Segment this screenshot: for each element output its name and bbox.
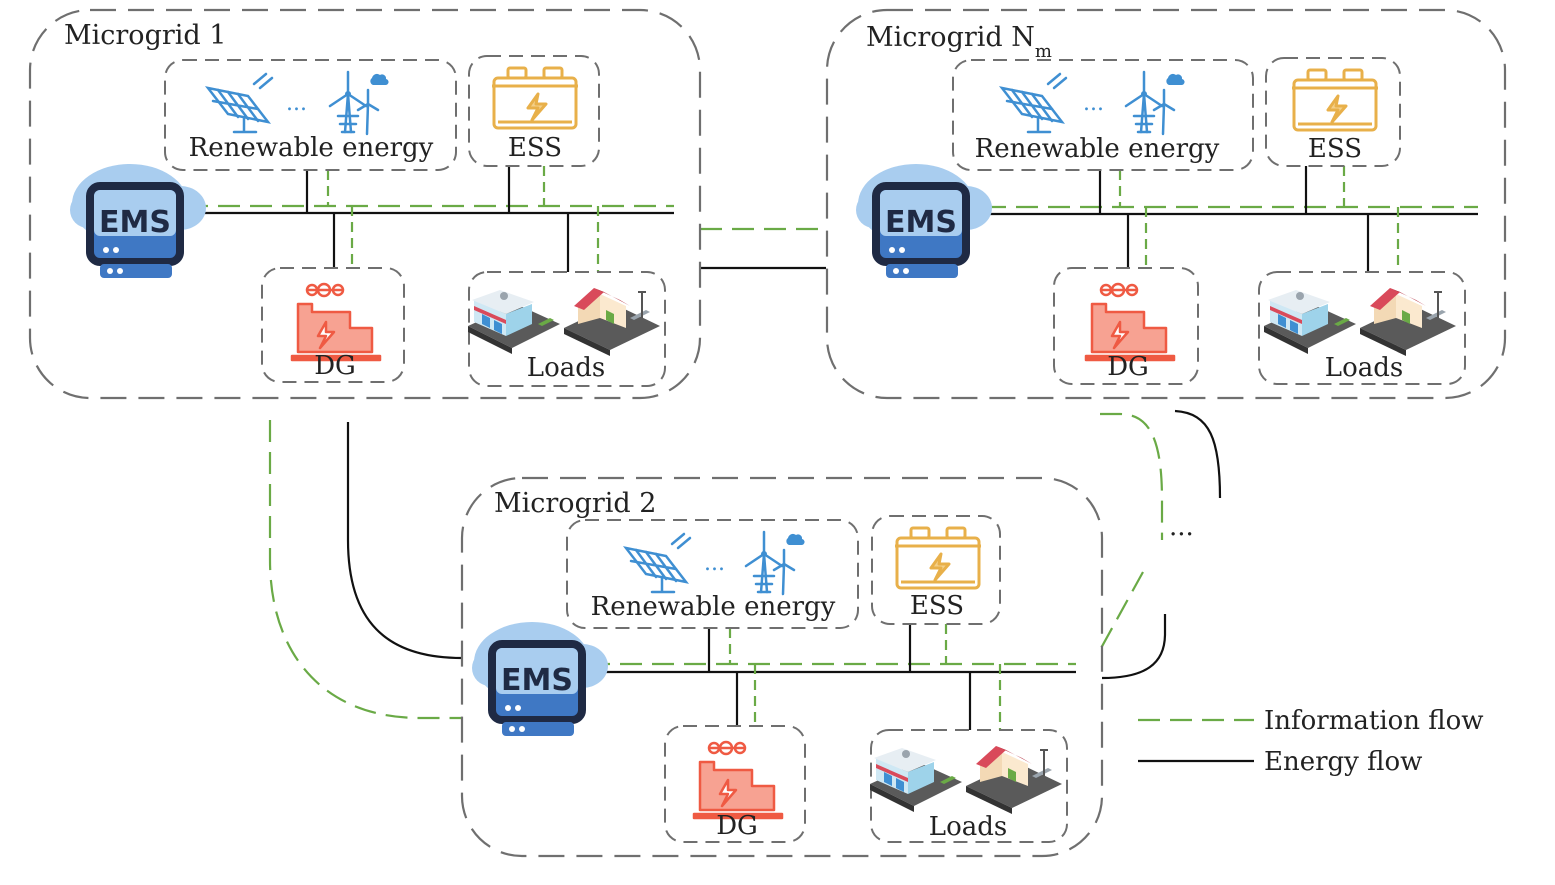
battery-icon xyxy=(490,66,580,130)
microgrid-title: Microgrid Nm xyxy=(866,22,1052,62)
ess-label: ESS xyxy=(508,133,562,163)
loads-icon xyxy=(1263,287,1457,357)
renewable-energy-box xyxy=(952,59,1254,171)
energy-link-dots-mg2 xyxy=(1101,614,1167,680)
wind-turbine-icon xyxy=(1124,70,1186,136)
loads-box xyxy=(1258,271,1466,385)
inter-microgrid-links xyxy=(268,227,1222,720)
dg-label: DG xyxy=(716,811,758,841)
microgrid-boundary xyxy=(28,8,702,400)
loads-icon xyxy=(869,745,1063,815)
dg-label: DG xyxy=(1107,352,1149,382)
info-link-dots-mg2 xyxy=(1099,571,1144,651)
microgrid-2: Microgrid 2 ... Renewable energy ESS DG … xyxy=(460,476,1104,858)
loads-box xyxy=(468,271,666,387)
loads-icon xyxy=(467,287,661,357)
loads-label: Loads xyxy=(1325,353,1403,383)
ems-label: EMS xyxy=(501,663,573,698)
legend-energy-label: Energy flow xyxy=(1264,747,1422,777)
wind-turbine-icon xyxy=(744,530,806,596)
ess-label: ESS xyxy=(1308,134,1362,164)
wind-turbine-icon xyxy=(328,70,390,136)
energy-link-mg1-mg2 xyxy=(346,422,463,660)
factory-icon xyxy=(290,282,382,362)
battery-icon xyxy=(893,526,983,590)
microgrid-boundary xyxy=(460,476,1104,858)
ess-box xyxy=(871,515,1001,625)
legend: Information flow Energy flow xyxy=(1138,706,1484,777)
dg-box xyxy=(664,725,806,843)
factory-icon xyxy=(1084,282,1176,362)
legend-info-label: Information flow xyxy=(1264,706,1484,736)
ems-label: EMS xyxy=(99,205,171,240)
renewable-ellipsis: ... xyxy=(286,91,307,116)
loads-label: Loads xyxy=(527,353,605,383)
info-link-mg1-mg2 xyxy=(268,420,462,720)
ess-box xyxy=(1265,57,1401,167)
renewable-ellipsis: ... xyxy=(704,551,725,576)
renewable-energy-label: Renewable energy xyxy=(975,134,1220,164)
dg-box xyxy=(1053,267,1199,385)
solar-panel-icon xyxy=(206,72,274,134)
microgrid-1: Microgrid 1 ... Renewable energy ESS DG … xyxy=(28,8,702,400)
loads-label: Loads xyxy=(929,812,1007,842)
microgrid-boundary xyxy=(825,8,1507,400)
factory-icon xyxy=(692,740,784,820)
battery-icon xyxy=(1290,68,1380,132)
renewable-energy-label: Renewable energy xyxy=(189,133,434,163)
renewable-energy-label: Renewable energy xyxy=(591,592,836,622)
between-ellipsis: ... xyxy=(1169,512,1194,542)
microgrid-title: Microgrid 2 xyxy=(494,488,656,519)
info-link-mgN-dots xyxy=(1100,412,1164,540)
renewable-energy-box xyxy=(566,519,859,629)
microgrid-title: Microgrid 1 xyxy=(64,20,226,51)
energy-link-mgN-dots xyxy=(1174,409,1222,499)
microgrid-n: Microgrid Nm ... Renewable energy ESS DG… xyxy=(825,8,1507,400)
solar-panel-icon xyxy=(624,532,692,594)
ems-label: EMS xyxy=(885,205,957,240)
renewable-energy-box xyxy=(164,59,457,171)
dg-label: DG xyxy=(314,351,356,381)
ess-box xyxy=(468,55,600,167)
ess-label: ESS xyxy=(910,591,964,621)
dg-box xyxy=(261,267,405,383)
solar-panel-icon xyxy=(1000,72,1068,134)
renewable-ellipsis: ... xyxy=(1083,91,1104,116)
